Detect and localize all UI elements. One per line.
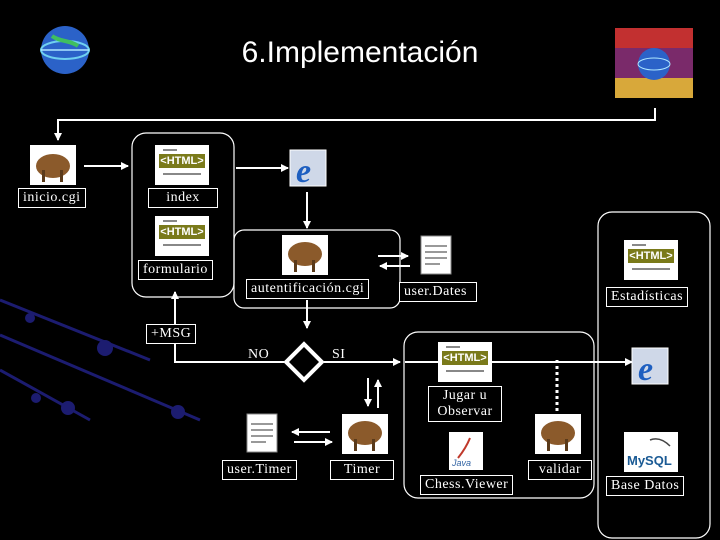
right-group — [597, 211, 711, 539]
arrow-no-to-formulario — [171, 291, 284, 363]
game-group — [403, 331, 595, 499]
node-formulario: formulario — [138, 260, 213, 280]
html-logo-tag: <HTML> — [159, 154, 205, 168]
top-loop-arrow — [54, 108, 656, 141]
java-logo-icon: Java — [449, 432, 483, 470]
node-jugar-u-observar: Jugar u Observar — [428, 386, 502, 422]
globe-collage-icon — [615, 28, 693, 98]
camel-icon-auth — [282, 235, 328, 275]
html-logo-icon-estadisticas: <HTML> — [624, 240, 678, 280]
node-validar: validar — [528, 460, 592, 480]
label-no: NO — [248, 347, 270, 362]
node-inicio-cgi: inicio.cgi — [18, 188, 86, 208]
html-logo-icon-jugar: <HTML> — [438, 342, 492, 382]
browser-icon-top: e — [289, 149, 327, 190]
node-user-timer: user.Timer — [222, 460, 297, 480]
node-chess-viewer: Chess.Viewer — [420, 475, 514, 495]
label-si: SI — [332, 347, 346, 362]
html-logo-tag: <HTML> — [442, 351, 488, 365]
svg-text:e: e — [638, 351, 653, 388]
node-user-dates: user.Dates — [399, 282, 477, 302]
decorative-navy-dots — [25, 313, 185, 419]
decorative-navy-lines — [0, 298, 201, 422]
mysql-logo-icon: MySQL — [624, 432, 678, 472]
browser-icon-right: e — [631, 347, 669, 388]
html-pages-group — [131, 132, 235, 298]
auth-group — [233, 229, 401, 309]
mysql-logo-text: MySQL — [627, 453, 672, 468]
java-logo-text: Java — [451, 458, 471, 468]
camel-icon-timer — [342, 414, 388, 454]
node-base-datos: Base Datos — [606, 476, 685, 496]
node-timer: Timer — [330, 460, 394, 480]
node-estadisticas: Estadísticas — [606, 287, 689, 307]
svg-text:e: e — [296, 153, 311, 190]
globe-icon — [40, 26, 90, 74]
html-logo-icon-index: <HTML> — [155, 145, 209, 185]
camel-icon-inicio — [30, 145, 76, 185]
node-autentificacion-cgi: autentificación.cgi — [246, 279, 370, 299]
html-logo-tag: <HTML> — [159, 225, 205, 239]
node-msg: +MSG — [146, 324, 197, 344]
html-logo-tag: <HTML> — [628, 249, 674, 263]
node-index: index — [148, 188, 218, 208]
page-title: 6.Implementación — [241, 36, 479, 69]
html-logo-icon-formulario: <HTML> — [155, 216, 209, 256]
camel-icon-validar — [535, 414, 581, 454]
document-icon-userdates — [420, 235, 452, 275]
document-icon-usertimer — [246, 413, 278, 453]
